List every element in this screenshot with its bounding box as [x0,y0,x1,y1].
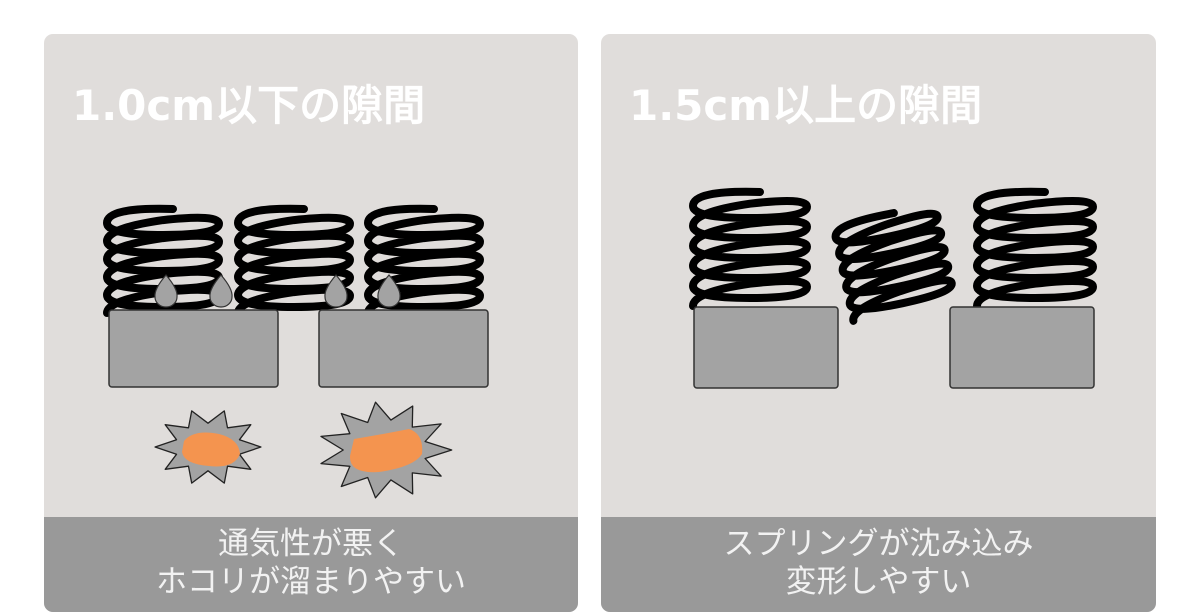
dust-blob [182,432,240,467]
dust-blob [349,429,423,473]
spring-icon [688,187,812,310]
panel-caption: スプリングが沈み込み 変形しやすい [601,517,1156,612]
narrow-gap-panel: 1.0cm以下の隙間 通気性が悪く ホコリが溜まりやすい [44,34,578,612]
moisture-drop-icon [324,274,348,308]
moisture-drop-icon [377,274,401,308]
spring-icon [831,209,956,325]
spring-coil [831,209,956,325]
wide-gap-panel: 1.5cm以上の隙間 スプリングが沈み込み 変形しやすい [601,34,1156,612]
caption-line: スプリングが沈み込み [723,526,1034,562]
moisture-drop-icon [209,274,233,308]
spring-coil [102,204,224,317]
wide-gap-illustration [688,187,1098,389]
spring-icon [233,204,355,317]
spring-icon [102,204,224,317]
caption-line: ホコリが溜まりやすい [156,564,466,600]
narrow-gap-illustration [102,204,489,499]
mattress-block [318,309,489,388]
spring-coil [233,204,355,317]
spring-coil [688,187,812,310]
mattress-block [108,309,279,388]
panel-title: 1.0cm以下の隙間 [72,81,426,130]
caption-line: 変形しやすい [785,564,972,600]
caption-line: 通気性が悪く [218,526,404,562]
mattress-block [693,306,839,389]
moisture-drop-icon [154,274,178,308]
panel-caption: 通気性が悪く ホコリが溜まりやすい [44,517,578,612]
spring-coil [972,187,1098,310]
mattress-block [949,306,1095,389]
spring-icon [972,187,1098,310]
panel-title: 1.5cm以上の隙間 [629,81,983,130]
